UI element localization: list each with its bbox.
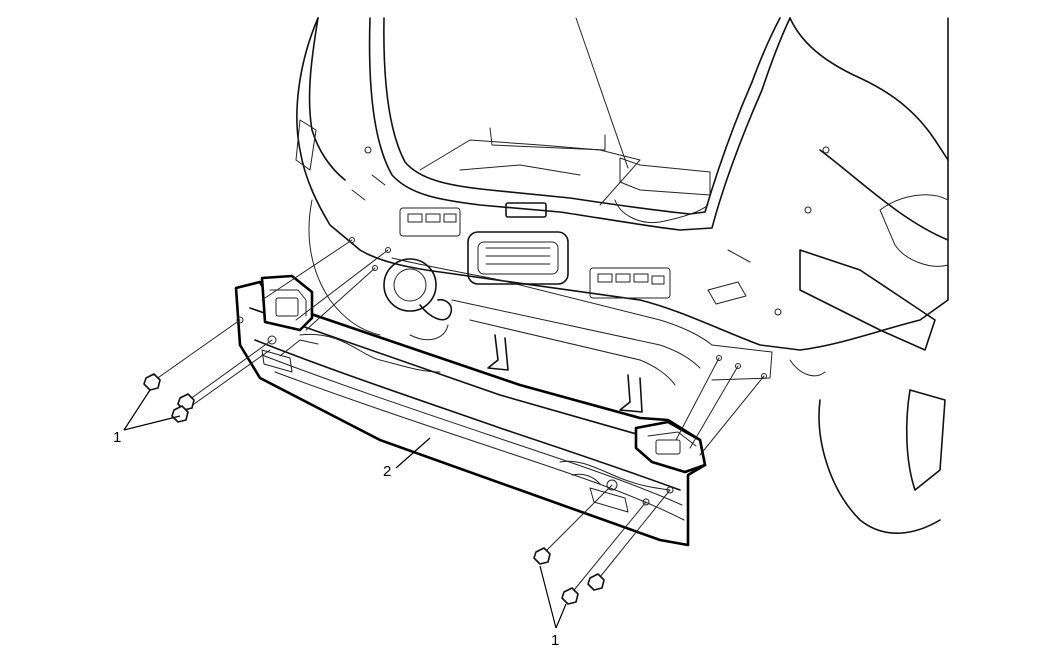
callout-label-fasteners-left: 1 [113,429,121,446]
bumper-bolts-left [143,373,195,423]
callout-label-fasteners-bottom: 1 [551,632,559,649]
vehicle-rear-body [295,17,949,534]
callout-label-bar: 2 [383,463,391,480]
bumper-impact-bar [234,274,707,547]
callout-leaders [123,389,567,629]
bumper-bolts-bottom [533,547,605,605]
alignment-guide-lines [151,239,765,596]
